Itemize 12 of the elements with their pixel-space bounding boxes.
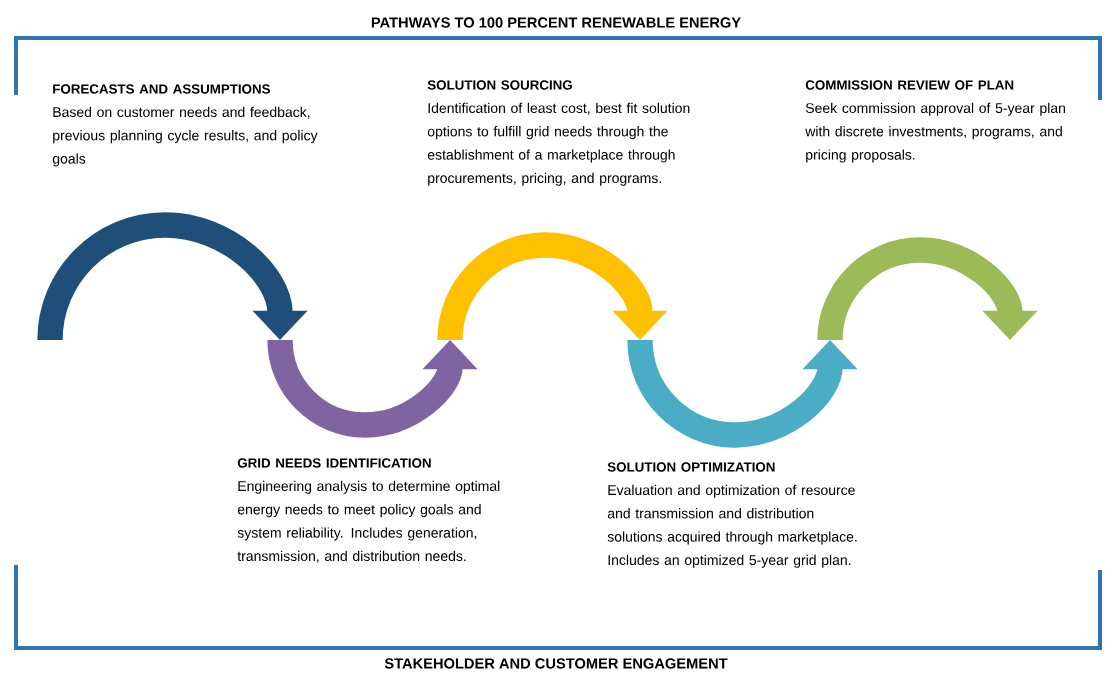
heading: FORECASTS AND ASSUMPTIONS: [53, 84, 270, 94]
description: Seek commission approval of 5-year plan with discrete investments, programs, and pricing proposals.: [805, 102, 1065, 163]
heading: GRID NEEDS IDENTIFICATION: [237, 458, 431, 468]
heading: SOLUTION OPTIMIZATION: [607, 462, 775, 472]
description: Evaluation and optimization of resource and transmission and distribution solutions acquired through marketplace. Includes an optimized 5-year grid plan.: [607, 484, 857, 568]
description: Identification of least cost, best fit solution options to fulfill grid needs through the establishment of a marketplace through procurements, pricing, and programs.: [427, 102, 690, 186]
heading: COMMISSION REVIEW OF PLAN: [805, 80, 1014, 90]
footer-label: STAKEHOLDER AND CUSTOMER ENGAGEMENT: [384, 658, 728, 669]
heading: SOLUTION SOURCING: [427, 80, 572, 90]
title: PATHWAYS TO 100 PERCENT RENEWABLE ENERGY: [371, 17, 741, 28]
description: Engineering analysis to determine optimal energy needs to meet policy goals and system reliability. Includes generation, transmission, and distribution needs.: [237, 480, 500, 563]
description: Based on customer needs and feedback, previous planning cycle results, and policy goals: [52, 106, 318, 167]
